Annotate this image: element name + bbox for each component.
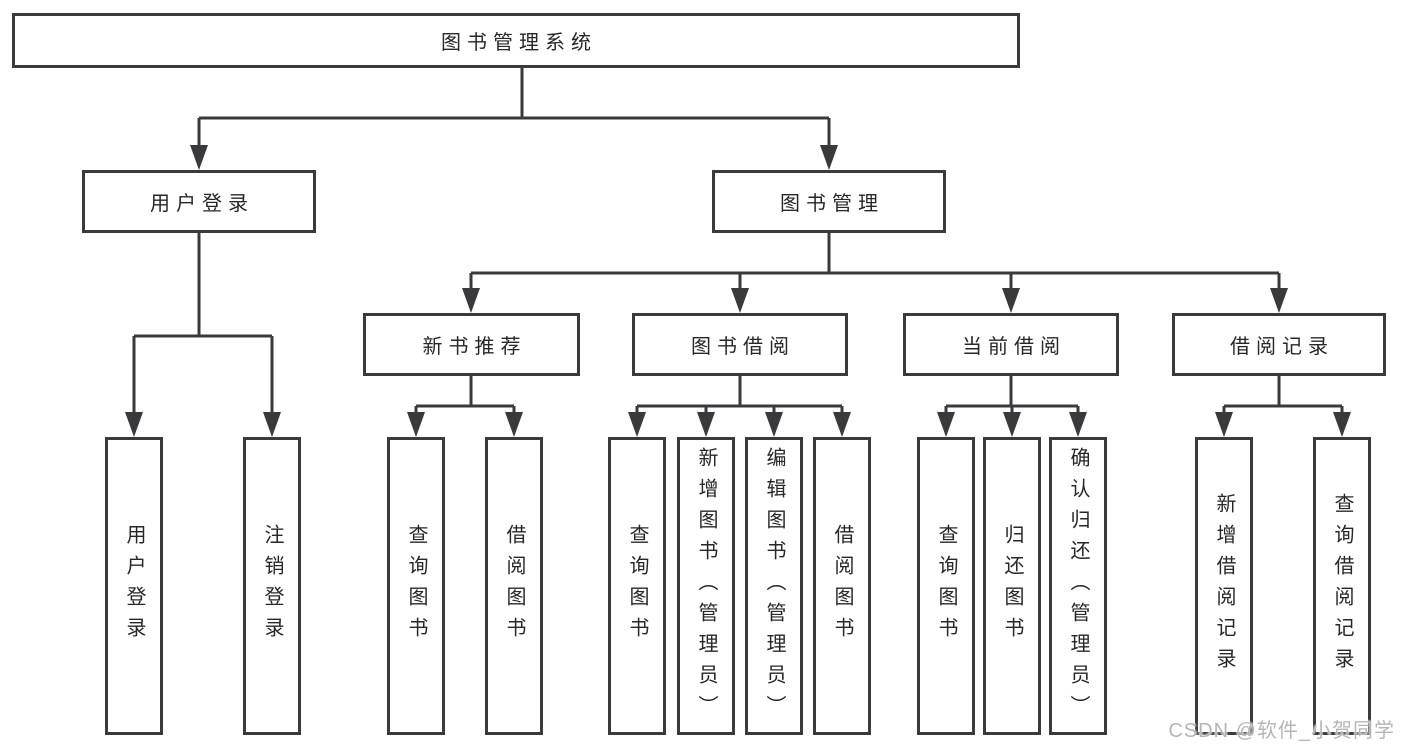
leaf-query-borrow-record-label: 查询借阅记录 xyxy=(1331,493,1353,679)
arrowhead xyxy=(937,412,955,437)
node-new-book-recommendation-label: 新书推荐 xyxy=(422,336,527,358)
leaf-add-borrow-record: 新增借阅记录 xyxy=(1195,437,1253,735)
node-library-management-system: 图书管理系统 xyxy=(12,13,1020,68)
node-new-book-recommendation: 新书推荐 xyxy=(363,313,580,376)
arrowhead xyxy=(765,412,783,437)
leaf-logout-label: 注销登录 xyxy=(261,524,283,648)
node-current-borrowing-label: 当前借阅 xyxy=(962,336,1066,358)
leaf-query-books-current: 查询图书 xyxy=(917,437,975,735)
arrowhead xyxy=(1002,288,1020,313)
node-user-login-label: 用户登录 xyxy=(150,193,254,215)
arrowhead xyxy=(190,145,208,170)
leaf-edit-books-admin-label: 编辑图书（管理员） xyxy=(763,446,785,726)
arrowhead xyxy=(505,412,523,437)
leaf-borrow-books: 借阅图书 xyxy=(813,437,871,735)
arrowhead xyxy=(125,412,143,437)
arrowhead xyxy=(731,288,749,313)
leaf-query-books-recommend: 查询图书 xyxy=(387,437,445,735)
leaf-logout: 注销登录 xyxy=(243,437,301,735)
node-borrowing-records: 借阅记录 xyxy=(1172,313,1386,376)
node-book-borrowing: 图书借阅 xyxy=(632,313,848,376)
leaf-add-books-admin-label: 新增图书（管理员） xyxy=(695,446,717,726)
arrowhead xyxy=(833,412,851,437)
node-book-borrowing-label: 图书借阅 xyxy=(691,336,795,358)
node-book-management-label: 图书管理 xyxy=(780,193,884,215)
node-library-management-system-label: 图书管理系统 xyxy=(441,32,597,54)
node-borrowing-records-label: 借阅记录 xyxy=(1230,336,1334,358)
node-user-login: 用户登录 xyxy=(82,170,316,233)
leaf-confirm-return-admin-label: 确认归还（管理员） xyxy=(1067,446,1089,726)
leaf-return-books: 归还图书 xyxy=(983,437,1041,735)
arrowhead xyxy=(407,412,425,437)
arrowhead xyxy=(1270,288,1288,313)
leaf-return-books-label: 归还图书 xyxy=(1001,524,1023,648)
leaf-borrow-books-label: 借阅图书 xyxy=(831,524,853,648)
arrowhead xyxy=(263,412,281,437)
arrowhead xyxy=(1003,412,1021,437)
leaf-user-login-label: 用户登录 xyxy=(123,524,145,648)
csdn-watermark: CSDN @软件_小贺同学 xyxy=(1168,720,1395,742)
node-book-management: 图书管理 xyxy=(712,170,946,233)
leaf-borrow-books-recommend-label: 借阅图书 xyxy=(503,524,525,648)
leaf-add-books-admin: 新增图书（管理员） xyxy=(677,437,735,735)
arrowhead xyxy=(1215,412,1233,437)
leaf-confirm-return-admin: 确认归还（管理员） xyxy=(1049,437,1107,735)
arrowhead xyxy=(628,412,646,437)
leaf-query-borrow-record: 查询借阅记录 xyxy=(1313,437,1371,735)
arrowhead xyxy=(1333,412,1351,437)
arrowhead xyxy=(697,412,715,437)
leaf-user-login: 用户登录 xyxy=(105,437,163,735)
leaf-query-books-borrow: 查询图书 xyxy=(608,437,666,735)
connector-lines xyxy=(132,68,1344,415)
leaf-borrow-books-recommend: 借阅图书 xyxy=(485,437,543,735)
leaf-edit-books-admin: 编辑图书（管理员） xyxy=(745,437,803,735)
leaf-query-books-current-label: 查询图书 xyxy=(935,524,957,648)
leaf-add-borrow-record-label: 新增借阅记录 xyxy=(1213,493,1235,679)
leaf-query-books-borrow-label: 查询图书 xyxy=(626,524,648,648)
leaf-query-books-recommend-label: 查询图书 xyxy=(405,524,427,648)
node-current-borrowing: 当前借阅 xyxy=(903,313,1119,376)
arrowhead xyxy=(820,145,838,170)
arrowhead xyxy=(1069,412,1087,437)
arrowhead xyxy=(462,288,480,313)
